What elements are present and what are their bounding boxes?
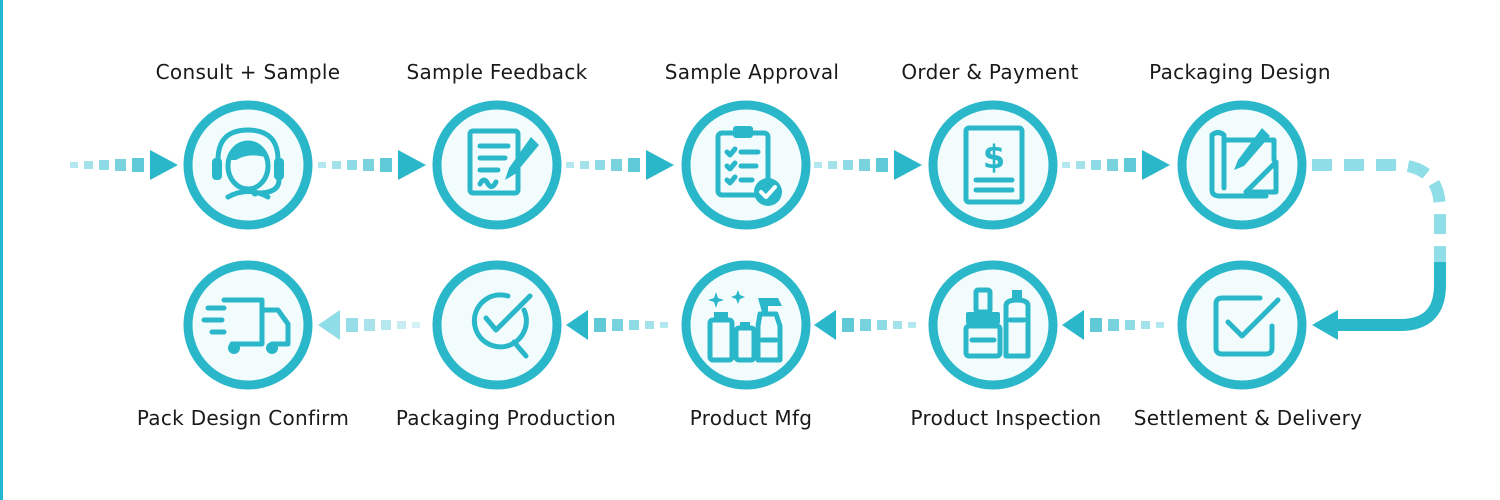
step-label-packaging-design: Packaging Design — [1149, 60, 1331, 84]
arrow-step-7-to-8 — [814, 310, 916, 340]
arrow-step-9-to-10 — [318, 310, 420, 340]
step-circle-packaging-production — [432, 260, 562, 390]
arrow-step-3-to-4 — [814, 150, 922, 180]
clipboard-checklist-icon — [715, 126, 782, 206]
arrow-step-5-to-6 — [1312, 159, 1446, 340]
step-label-sample-feedback: Sample Feedback — [406, 60, 588, 84]
arrow-step-1-to-2 — [318, 150, 426, 180]
step-label-packaging-production: Packaging Production — [395, 406, 617, 430]
step-circle-pack-design-confirm — [183, 260, 313, 390]
step-label-product-mfg: Product Mfg — [689, 406, 813, 430]
delivery-truck-icon — [201, 297, 291, 354]
step-label-consult-sample: Consult + Sample — [155, 60, 341, 84]
arrow-step-8-to-9 — [566, 310, 668, 340]
svg-text:$: $ — [983, 138, 1005, 176]
quality-search-icon — [471, 292, 533, 359]
step-circle-consult-sample — [183, 100, 313, 230]
step-label-settlement-delivery: Settlement & Delivery — [1133, 406, 1363, 430]
step-label-sample-approval: Sample Approval — [664, 60, 840, 84]
step-circle-sample-feedback — [432, 100, 562, 230]
step-label-product-inspection: Product Inspection — [910, 406, 1102, 430]
invoice-dollar-icon: $ — [963, 125, 1025, 205]
left-edge-rule — [0, 0, 3, 500]
cleaning-products-icon — [707, 290, 783, 363]
arrow-step-4-to-5 — [1062, 150, 1170, 180]
step-circle-settlement-delivery — [1177, 260, 1307, 390]
headset-support-icon — [212, 127, 284, 200]
design-blueprint-icon — [1209, 128, 1279, 199]
step-label-pack-design-confirm: Pack Design Confirm — [136, 406, 350, 430]
step-label-order-payment: Order & Payment — [901, 60, 1079, 84]
arrow-into-step-1 — [70, 150, 178, 180]
arrow-step-2-to-3 — [566, 150, 674, 180]
signed-document-icon — [467, 128, 539, 196]
cosmetic-bottles-icon — [963, 287, 1031, 359]
checkbox-icon — [1213, 295, 1281, 357]
arrow-step-6-to-7 — [1062, 310, 1164, 340]
